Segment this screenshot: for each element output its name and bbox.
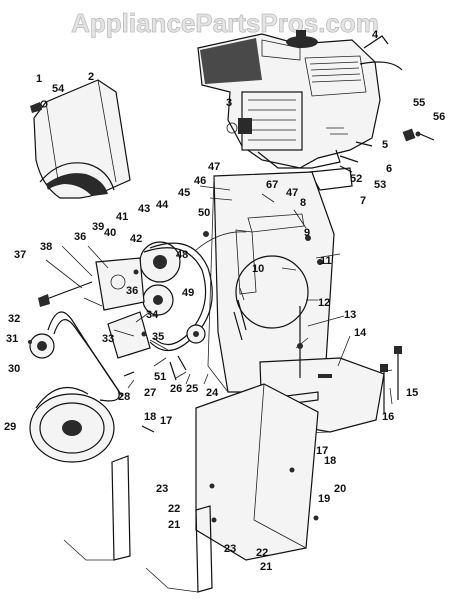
engine-hardware [339,128,435,173]
part-label-45: 45 [178,187,190,199]
part-label-25: 25 [186,383,198,395]
part-label-11: 11 [320,255,332,267]
part-label-21: 21 [168,519,180,531]
belt-cover [30,79,131,199]
side-panels [63,371,319,593]
leader-lines [45,185,393,405]
part-label-53: 53 [374,179,386,191]
engine-assembly [197,30,403,191]
part-label-49: 49 [182,287,194,299]
part-label-35: 35 [152,331,164,343]
part-label-56: 56 [433,111,445,123]
part-label-41: 41 [116,211,128,223]
part-label-22: 22 [168,503,180,515]
part-label-34: 34 [146,309,159,321]
part-label-1: 1 [36,73,42,85]
part-label-28: 28 [118,391,130,403]
part-label-2: 2 [88,71,94,83]
part-label-42: 42 [130,233,142,245]
part-label-4: 4 [372,29,379,41]
part-label-18: 18 [144,411,156,423]
part-label-15: 15 [406,387,418,399]
part-label-24: 24 [206,387,219,399]
part-label-30: 30 [8,363,20,375]
part-label-55: 55 [413,97,425,109]
part-label-17: 17 [316,445,328,457]
part-label-31: 31 [6,333,18,345]
part-label-54: 54 [52,83,65,95]
part-label-14: 14 [354,327,367,339]
part-label-22: 22 [256,547,268,559]
part-label-17: 17 [160,415,172,427]
part-label-26: 26 [170,383,182,395]
part-label-40: 40 [104,227,116,239]
part-label-16: 16 [382,411,394,423]
part-label-44: 44 [156,199,169,211]
drive-belt-assembly [28,311,123,463]
part-label-47: 47 [286,187,298,199]
part-label-36: 36 [126,285,138,297]
part-label-37: 37 [14,249,26,261]
part-label-5: 5 [382,139,388,151]
part-label-8: 8 [300,197,306,209]
part-label-46: 46 [194,175,206,187]
part-label-50: 50 [198,207,210,219]
part-label-13: 13 [344,309,356,321]
part-label-3: 3 [226,97,232,109]
part-label-29: 29 [4,421,16,433]
part-label-67: 67 [266,179,278,191]
watermark-text: AppliancePartsPros.com [71,8,379,38]
part-label-9: 9 [304,227,310,239]
part-label-52: 52 [350,173,362,185]
part-label-20: 20 [334,483,346,495]
part-label-47: 47 [208,161,220,173]
part-label-36: 36 [74,231,86,243]
part-label-51: 51 [154,371,166,383]
part-label-21: 21 [260,561,272,573]
part-label-43: 43 [138,203,150,215]
part-label-33: 33 [102,333,114,345]
part-label-38: 38 [40,241,52,253]
pulley-assembly [38,231,247,381]
part-label-23: 23 [224,543,236,555]
part-label-23: 23 [156,483,168,495]
part-label-32: 32 [8,313,20,325]
part-label-39: 39 [92,221,104,233]
part-label-7: 7 [360,195,366,207]
part-label-6: 6 [386,163,392,175]
part-label-48: 48 [176,249,188,261]
part-label-18: 18 [324,455,336,467]
part-label-27: 27 [144,387,156,399]
part-label-12: 12 [318,297,330,309]
part-label-19: 19 [318,493,330,505]
part-label-10: 10 [252,263,264,275]
